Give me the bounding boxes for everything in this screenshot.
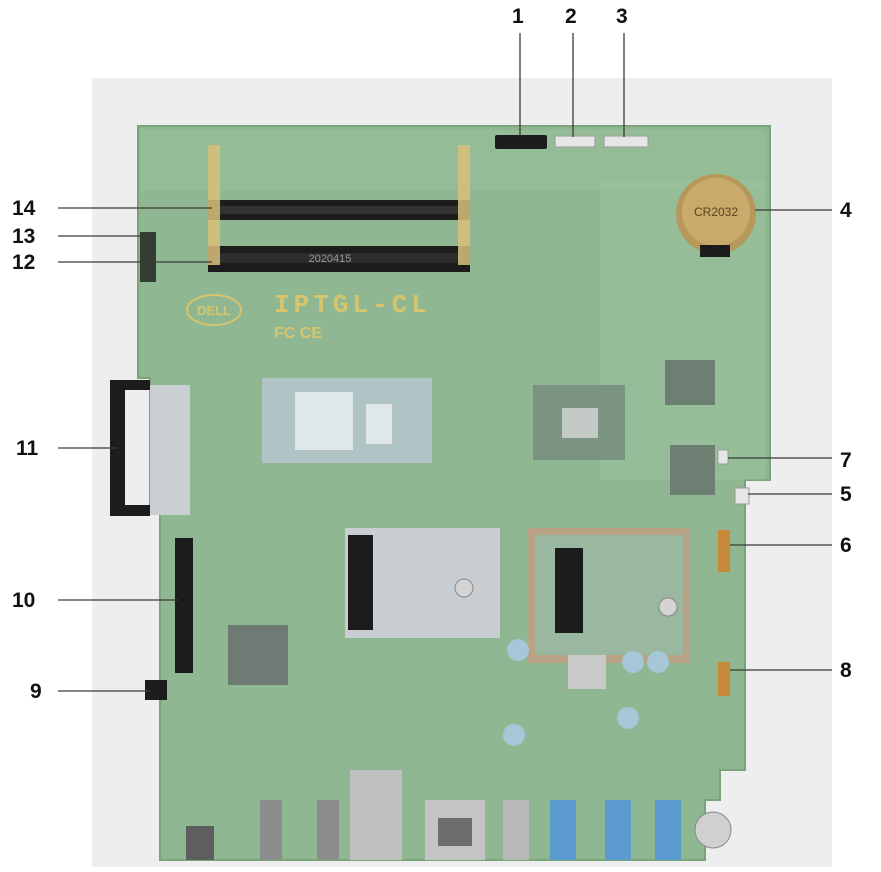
callout-6: 6 [840,534,852,557]
callout-10: 10 [12,589,36,612]
capacitor-1 [507,639,529,661]
dell-logo-text: DELL [197,303,231,318]
callout-5: 5 [840,483,852,506]
usb-a-port-1 [503,800,529,860]
battery-print: CR2032 [694,205,738,219]
dell-logo [186,294,242,326]
callout-12: 12 [12,251,36,274]
power-jack [694,811,732,849]
capacitor-2 [622,651,644,673]
battery-clip [700,245,730,257]
memory-latch-left [208,145,220,265]
connector-5 [734,487,750,505]
cpu-die-left [295,392,353,450]
callout-7: 7 [840,449,852,472]
inductor-1 [568,655,606,689]
connector-9 [145,680,167,700]
connector-3 [603,135,649,148]
leader-lines [58,33,832,692]
callout-11: 11 [16,437,39,460]
m2-standoff-1 [658,597,678,617]
hdmi-port-2 [317,800,339,860]
m2-standoff-2 [454,578,474,598]
callout-4: 4 [840,199,852,222]
memory-slot-12-inner [215,253,463,263]
callout-8: 8 [840,659,852,682]
pcb-shade-top [140,130,765,190]
capacitor-5 [503,724,525,746]
ethernet-socket [438,818,472,846]
usb-c-port [350,770,402,860]
hdd-connector [110,380,150,516]
callout-1: 1 [512,5,524,28]
connector-6 [718,530,730,572]
cert-marks: FC CE [274,325,322,342]
callout-14: 14 [12,197,36,220]
dimm-print: 2020415 [309,253,352,265]
connector-2 [554,135,596,148]
callout-2: 2 [565,5,577,28]
memory-latch-right [458,145,470,265]
callout-3: 3 [616,5,628,28]
m2-wlan-slot [555,548,583,633]
coin-cell-face [682,178,750,246]
callout-13: 13 [12,225,36,248]
usb-a-port-2 [550,800,576,860]
cpu-die-right [366,404,392,444]
usb-a-port-4 [655,800,681,860]
board-model: IPTGL-CL [274,290,431,320]
usb-a-port-3 [605,800,631,860]
capacitor-4 [617,707,639,729]
chip-right-1 [665,360,715,405]
capacitor-3 [647,651,669,673]
connector-10 [175,538,193,673]
hdd-bracket [150,385,190,515]
hdmi-port-1 [260,800,282,860]
gpu-die [562,408,598,438]
audio-jack [186,826,214,860]
connector-1 [495,135,547,149]
connector-8 [718,662,730,696]
chip-right-2 [670,445,715,495]
memory-slot-14-inner [215,206,463,214]
m2-ssd-slot [348,535,373,630]
callout-9: 9 [30,680,42,703]
connector-13 [140,232,156,282]
connector-7 [717,449,729,465]
controller-chip [228,625,288,685]
